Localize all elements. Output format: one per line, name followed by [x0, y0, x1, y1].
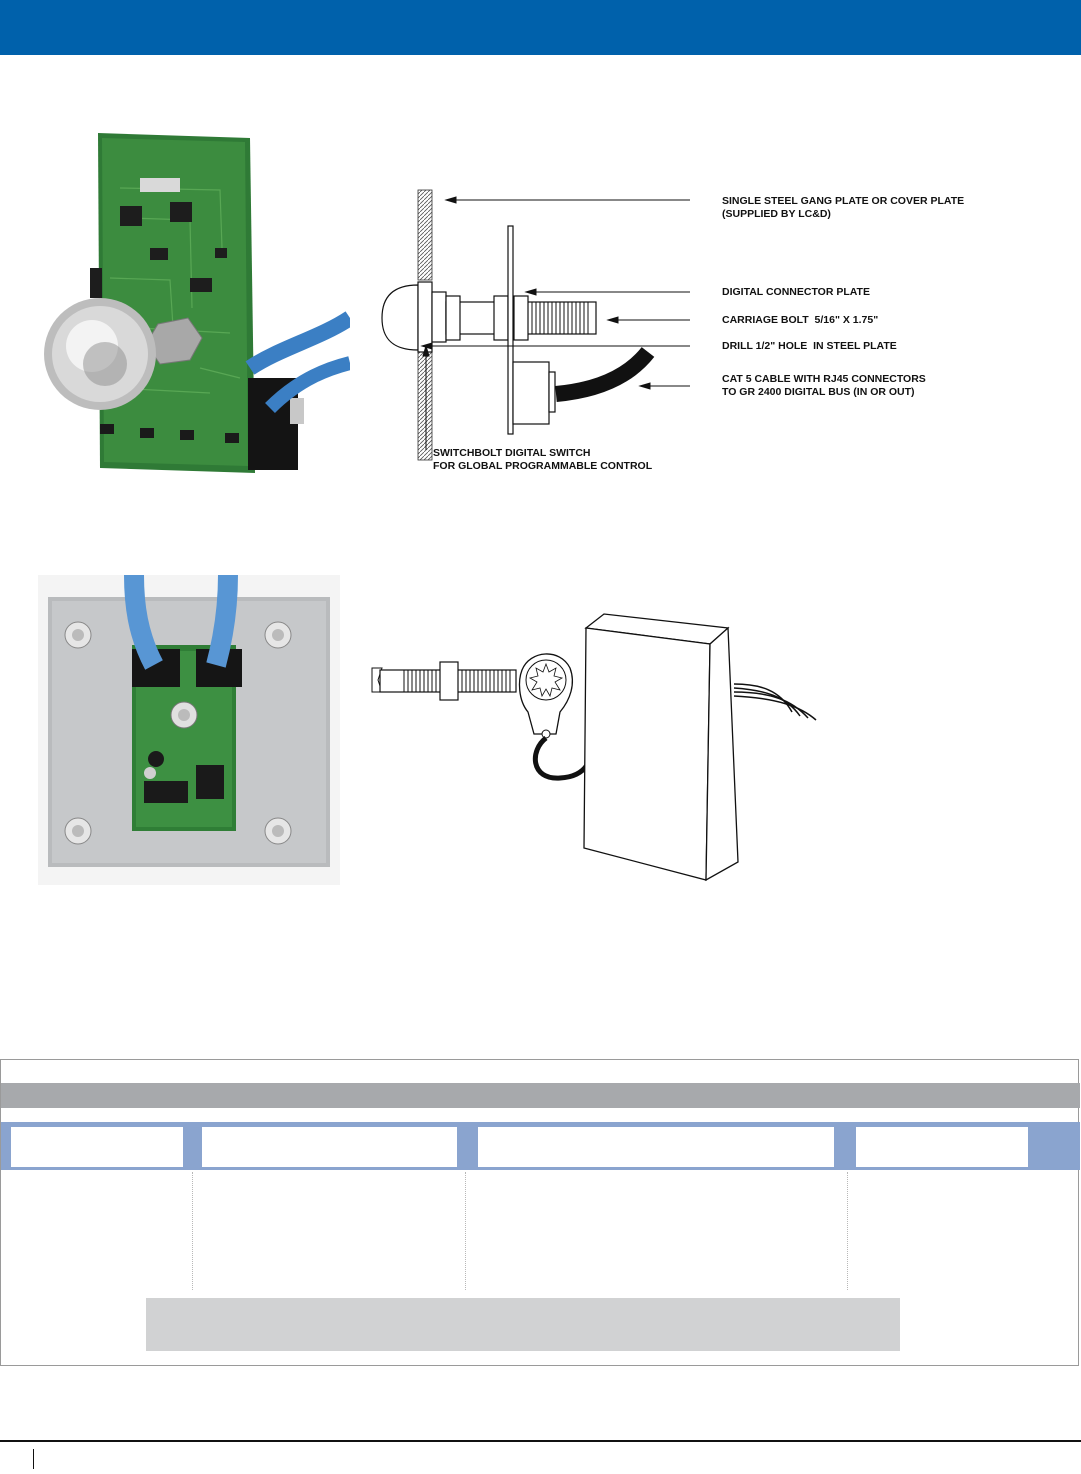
table-column-divider — [192, 1172, 193, 1290]
callout-connector-plate: DIGITAL CONNECTOR PLATE — [722, 286, 870, 298]
switchbolt-mounting-diagram — [381, 189, 690, 461]
table-header-cell-3 — [478, 1127, 834, 1167]
table-column-divider — [465, 1172, 466, 1290]
callout-drill-hole: DRILL 1/2" HOLE IN STEEL PLATE — [722, 340, 897, 352]
table-header-cell-1 — [11, 1127, 183, 1167]
callout-gang-plate: SINGLE STEEL GANG PLATE OR COVER PLATE (… — [722, 195, 965, 220]
footer-rule — [0, 1440, 1081, 1442]
table-note-box — [146, 1298, 900, 1351]
callout-switchbolt: SWITCHBOLT DIGITAL SWITCH FOR GLOBAL PRO… — [433, 447, 653, 472]
table-header-cell-2 — [202, 1127, 457, 1167]
table-header-cell-4 — [856, 1127, 1028, 1167]
footer-tick — [33, 1449, 34, 1469]
switchbolt-board-photo — [44, 133, 350, 473]
mounted-board-photo — [38, 575, 340, 885]
bolt-and-junction-box-diagram — [371, 613, 817, 882]
top-banner — [0, 0, 1081, 55]
callout-cat5-cable: CAT 5 CABLE WITH RJ45 CONNECTORS TO GR 2… — [722, 373, 926, 398]
table-column-divider — [847, 1172, 848, 1290]
callout-carriage-bolt: CARRIAGE BOLT 5/16" X 1.75" — [722, 314, 879, 326]
table-title-band — [1, 1083, 1080, 1108]
